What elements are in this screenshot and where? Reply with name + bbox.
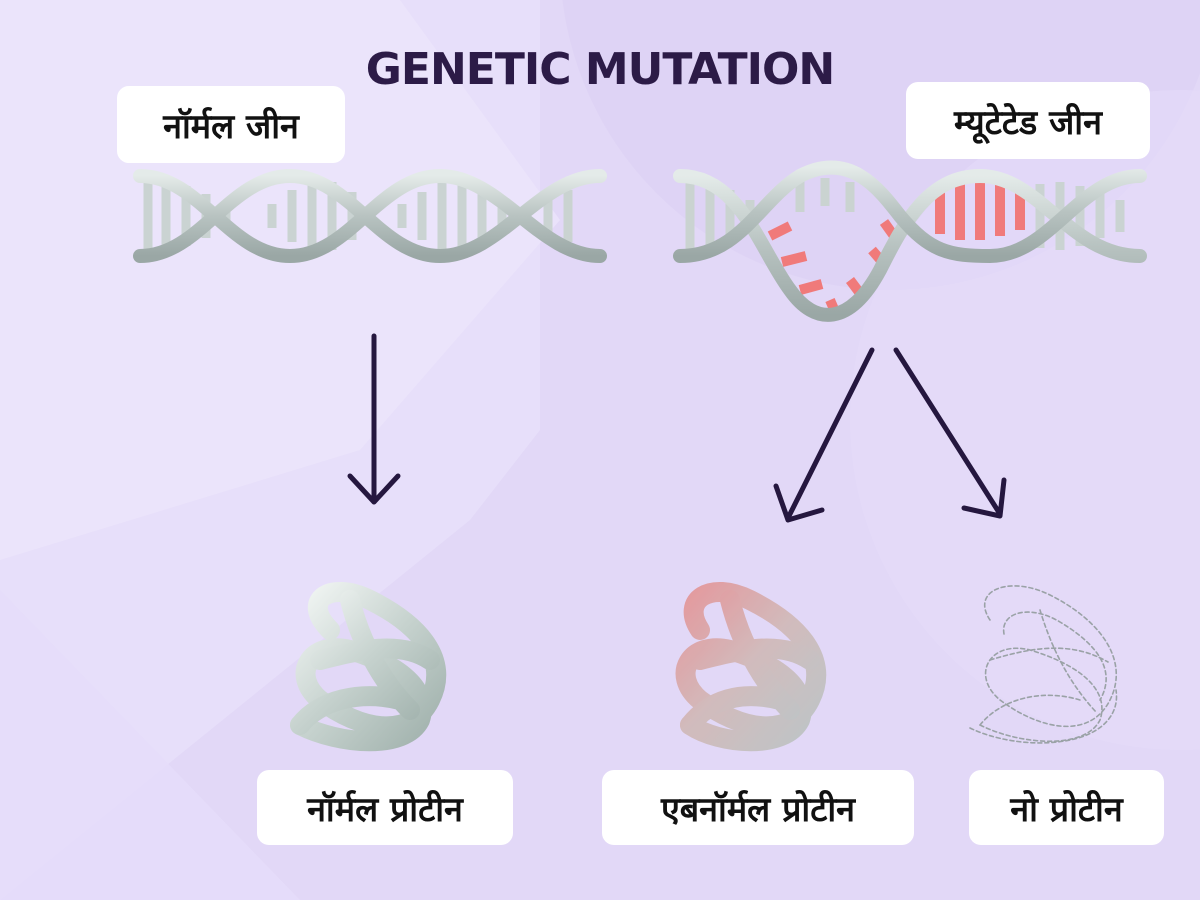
normal-protein-label: नॉर्मल प्रोटीन (257, 770, 513, 845)
protein-outline-icon (969, 585, 1118, 744)
mutated-dna-helix-icon (673, 160, 1147, 322)
normal-gene-label: नॉर्मल जीन (117, 86, 345, 163)
arrow-down-icon (347, 333, 401, 505)
mutated-gene-label: म्यूटेटेड जीन (906, 82, 1150, 159)
arrow-down-right-icon (893, 347, 1007, 519)
dna-helix-icon (133, 168, 607, 264)
protein-normal-icon (290, 582, 447, 752)
protein-abnormal-icon (675, 581, 827, 752)
arrow-down-left-icon (773, 347, 875, 523)
page-title: GENETIC MUTATION (365, 44, 835, 95)
no-protein-label: नो प्रोटीन (969, 770, 1164, 845)
abnormal-protein-label: एबनॉर्मल प्रोटीन (602, 770, 914, 845)
